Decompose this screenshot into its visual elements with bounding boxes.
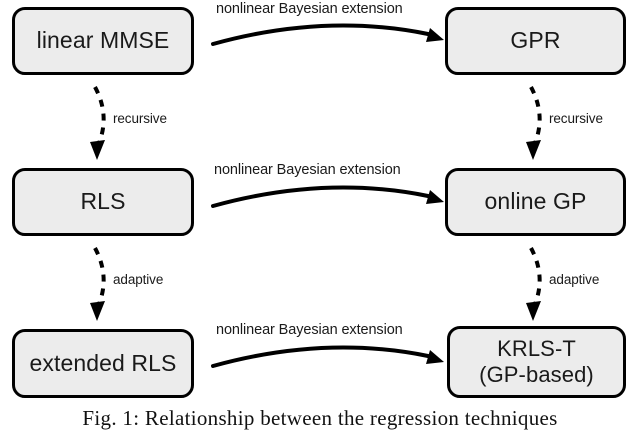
edge-label-h2: nonlinear Bayesian extension [214,162,401,178]
edge-label-h3: nonlinear Bayesian extension [216,322,403,338]
node-extended-rls: extended RLS [12,329,194,398]
edge-arrow-h2 [211,185,444,208]
node-linear-mmse: linear MMSE [12,7,194,75]
edge-arrow-h3 [211,345,444,368]
edge-arrow-v2 [526,86,542,160]
edge-arrow-v3 [90,247,106,321]
edge-label-v2: recursive [549,111,603,126]
edge-arrow-h1 [211,23,444,46]
edge-label-v3: adaptive [113,272,164,287]
edge-arrow-v1 [90,86,106,160]
figure-caption: Fig. 1: Relationship between the regress… [82,406,558,430]
edge-label-v1: recursive [113,111,167,126]
node-online-gp: online GP [445,168,626,236]
edge-label-v4: adaptive [549,272,600,287]
edge-arrow-v4 [526,247,542,321]
node-krls-t: KRLS-T (GP-based) [447,326,626,398]
node-gpr: GPR [445,7,626,75]
node-rls: RLS [12,168,194,236]
edge-label-h1: nonlinear Bayesian extension [216,1,403,17]
